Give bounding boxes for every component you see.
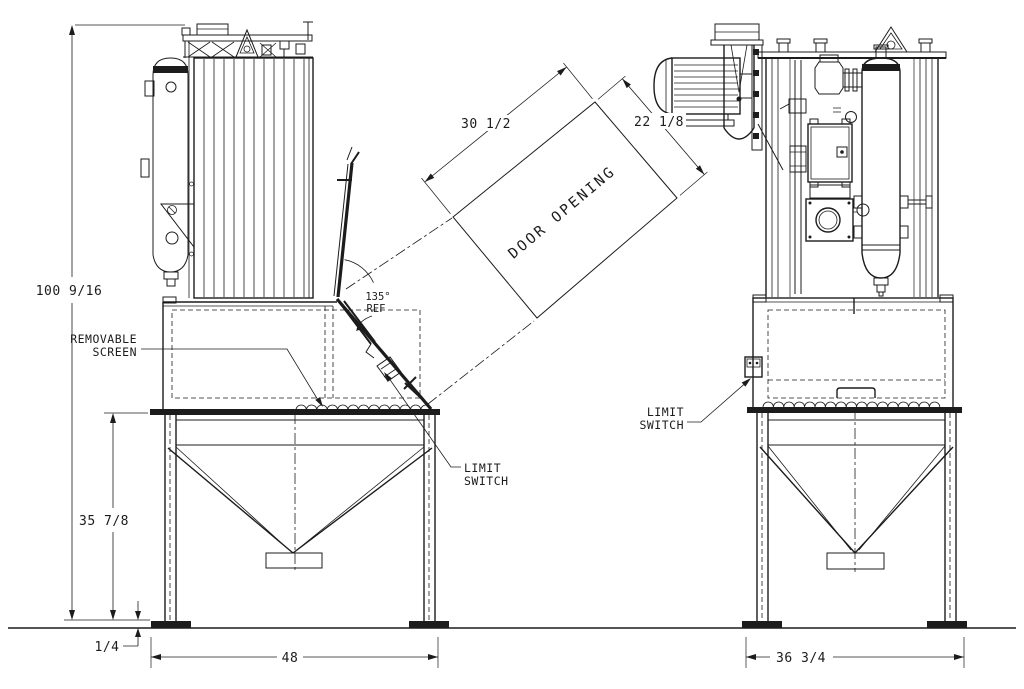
blower-assembly: [653, 23, 784, 171]
dim-door-angle-text: 135°: [365, 291, 390, 303]
dimensions: 100 9/16 35 7/8 1/4 48: [36, 24, 965, 668]
dim-front-width: 48: [150, 637, 439, 668]
dim-door-width: 30 1/2: [421, 62, 593, 215]
dim-door-angle-ref-text: REF: [367, 303, 386, 315]
dim-hopper-height-text: 35 7/8: [79, 514, 129, 529]
limit-switch-left-label-1: LIMIT: [464, 461, 501, 475]
screen-mesh-edge: [762, 401, 941, 408]
door-opening-projection: DOOR OPENING: [345, 101, 678, 405]
hopper-outlet: [265, 552, 323, 569]
dim-overall-height-text: 100 9/16: [36, 284, 103, 299]
box-handle: [836, 387, 876, 398]
filter-housing: [188, 41, 314, 299]
top-header-assembly: [181, 21, 313, 58]
limit-switch-right-label-1: LIMIT: [647, 405, 684, 419]
dim-door-width-text: 30 1/2: [461, 117, 511, 132]
tank-band: [153, 66, 188, 73]
dim-side-width-text: 36 3/4: [776, 651, 826, 666]
projection-centerline-a: [345, 217, 453, 290]
dim-pad-thickness-text: 1/4: [95, 640, 120, 655]
screen-box-right: [744, 294, 954, 409]
hopper-right: [742, 408, 967, 628]
dim-side-width: 36 3/4: [745, 637, 965, 668]
door-panel: [336, 162, 354, 298]
foot-pad: [409, 621, 449, 628]
dim-overall-height: 100 9/16: [36, 24, 185, 621]
open-door: [333, 146, 360, 298]
removable-screen-label-2: SCREEN: [92, 345, 137, 359]
right-elevation-view: [653, 23, 967, 628]
dim-front-width-text: 48: [282, 651, 299, 666]
left-elevation-view: [140, 21, 449, 628]
tank-port: [165, 81, 177, 93]
gauge: [845, 111, 857, 123]
gate-valve: [805, 198, 870, 242]
motor-base: [677, 119, 735, 127]
limit-switch-actuator: [376, 356, 402, 382]
limit-switch-left-label-2: SWITCH: [464, 474, 509, 488]
hopper-left: [151, 413, 449, 628]
foot-pad: [927, 621, 967, 628]
blower-motor: [653, 57, 752, 127]
cabinet-frame: [757, 26, 947, 297]
filter-ribs: [203, 59, 305, 297]
door-latch: [403, 376, 423, 400]
table-flange-right: [747, 401, 962, 413]
door-opening-label: DOOR OPENING: [506, 163, 620, 262]
projection-centerline-b: [427, 320, 535, 405]
foot-pad: [151, 621, 191, 628]
tank-drain: [166, 278, 176, 287]
callout-limit-switch-left: LIMIT SWITCH: [384, 372, 509, 488]
control-box: [807, 118, 853, 188]
air-tank-right: [853, 44, 933, 297]
limit-switch-right-label-2: SWITCH: [639, 418, 684, 432]
dim-door-height-text: 22 1/8: [634, 115, 684, 130]
dim-pad-thickness: 1/4: [95, 601, 141, 655]
foot-pad: [742, 621, 782, 628]
limit-switch-right: [744, 356, 763, 378]
removable-screen-label-1: REMOVABLE: [70, 332, 137, 346]
callout-limit-switch-right: LIMIT SWITCH: [639, 378, 751, 432]
air-tank-left: [140, 57, 195, 287]
door-opening-outline: [452, 101, 678, 319]
screen-box-left: [162, 296, 433, 411]
dim-door-angle: 135° REF: [344, 259, 391, 331]
callout-removable-screen: REMOVABLE SCREEN: [70, 332, 323, 407]
hopper-outlet: [826, 552, 885, 570]
blower-brace: [757, 123, 784, 171]
solenoid-valve: [814, 54, 862, 95]
dim-hopper-height: 35 7/8: [79, 412, 148, 620]
cabinet-interior: [779, 44, 933, 297]
motor-fins: [674, 64, 738, 108]
tank-bracket: [159, 203, 195, 249]
door-jamb-slant: [335, 297, 433, 411]
dim-door-height: 22 1/8: [597, 75, 708, 196]
conduit: [794, 60, 802, 294]
lifting-eye-right: [874, 26, 908, 53]
